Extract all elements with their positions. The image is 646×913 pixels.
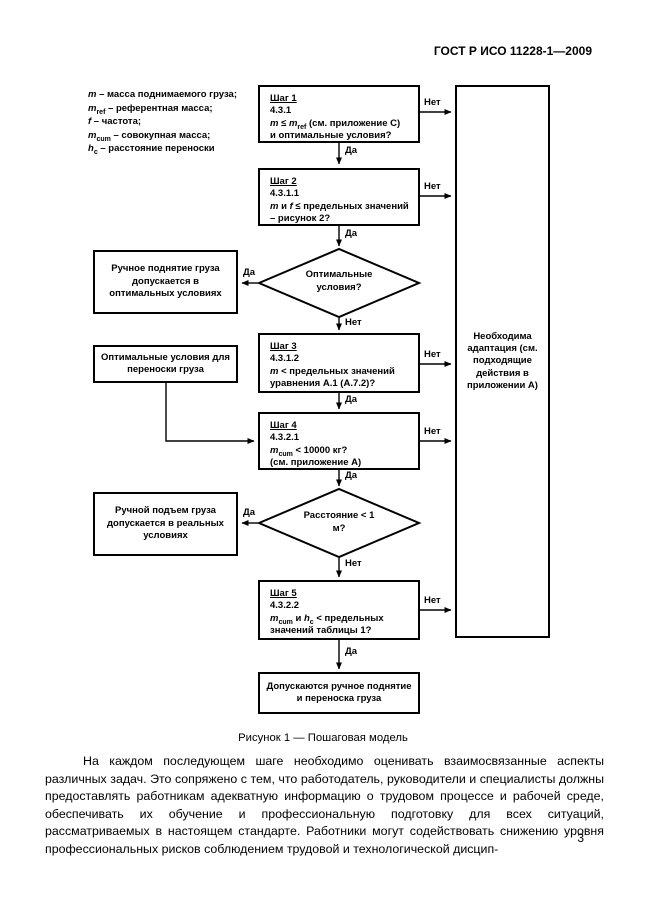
arrow-label-no: Нет [424,97,441,108]
flow-step-3: Шаг 3 4.3.1.2 m < предельных значений ур… [258,333,420,393]
flow-step-1: Шаг 1 4.3.1 m ≤ mref (см. приложение С) … [258,85,420,143]
arrow-label-no: Нет [424,426,441,437]
step5-condition: mcum и hc < предельных значений таблицы … [270,612,384,637]
arrow-label-yes: Да [345,145,358,156]
legend-item: m – масса поднимаемого груза; [88,89,237,100]
figure-caption: Рисунок 1 — Пошаговая модель [238,732,408,744]
flow-box-lifting-allowed-optimal: Ручное поднятие груза допускается в опти… [93,250,238,314]
flow-step-4: Шаг 4 4.3.2.1 mcum < 10000 кг? (см. прил… [258,412,420,470]
legend-item: f – частота; [88,116,142,127]
legend-item: hc – расстояние переноски [88,143,215,156]
arrow-label-no: Нет [345,558,362,569]
legend-item: mcum – совокупная масса; [88,129,211,143]
step4-condition: mcum < 10000 кг? [270,444,348,458]
arrow-label-yes: Да [345,470,358,481]
arrow-label-yes: Да [345,646,358,657]
legend-item: mref – референтная масса; [88,102,213,116]
flow-box-optimal-carry-conditions: Оптимальные условия для переноски груза [93,345,238,383]
arrow-label-yes: Да [243,507,256,518]
arrow-label-yes: Да [345,394,358,405]
document-header: ГОСТ Р ИСО 11228-1—2009 [433,44,592,58]
decision-optimal-conditions-label: Оптимальные условия? [305,269,373,293]
legend: m – масса поднимаемого груза; mref – реф… [88,88,237,156]
arrow-label-no: Нет [424,595,441,606]
step3-condition: m < предельных значений уравнения А.1 (А… [270,365,395,390]
flow-box-final-allowed: Допускаются ручное поднятие и переноска … [258,672,420,714]
page-number: 3 [577,831,584,845]
flow-step-5: Шаг 5 4.3.2.2 mcum и hc < предельных зна… [258,580,420,640]
arrow-label-yes: Да [345,228,358,239]
flow-box-lifting-allowed-real: Ручной подъем груза допускается в реальн… [93,492,238,556]
decision-distance-label: Расстояние < 1 м? [303,510,375,534]
flow-step-2: Шаг 2 4.3.1.1 m и f ≤ предельных значени… [258,168,420,226]
flow-box-adaptation-needed: Необходима адаптация (см. подходящие дей… [455,85,550,638]
step1-condition: m ≤ mref (см. приложение С) [270,117,401,131]
arrow-label-no: Нет [424,181,441,192]
arrow-label-yes: Да [243,267,256,278]
arrow-label-no: Нет [345,317,362,328]
body-paragraph: На каждом последующем шаге необходимо оц… [45,754,604,857]
arrow-label-no: Нет [424,349,441,360]
step2-condition: m и f ≤ предельных значений – рисунок 2? [270,200,409,225]
